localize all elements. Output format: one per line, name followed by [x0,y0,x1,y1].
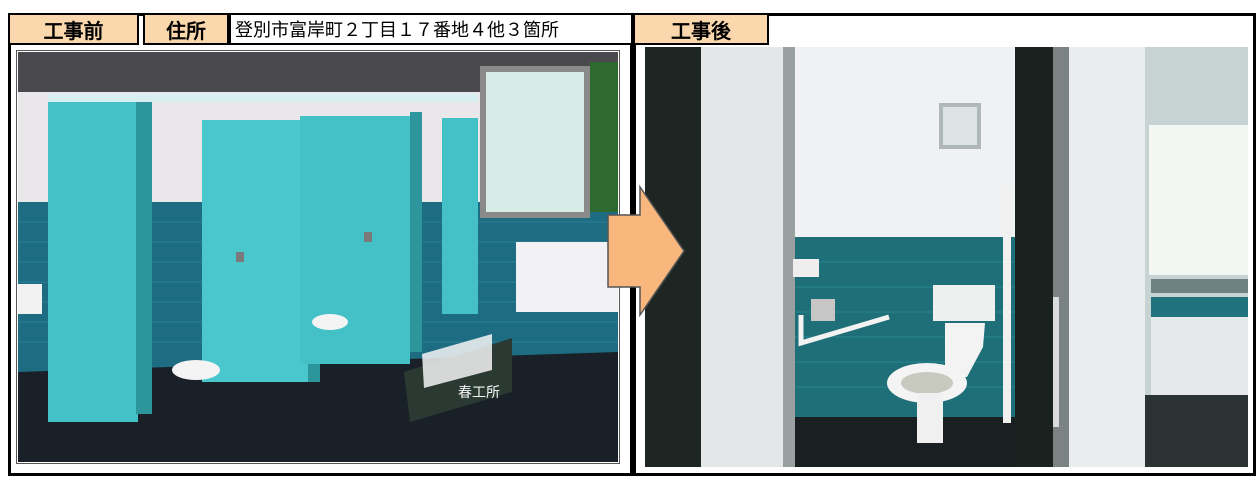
arrow-right-icon [607,185,685,317]
before-label: 工事前 [8,13,139,45]
after-label: 工事後 [633,13,769,45]
before-photo-border [16,50,620,464]
after-photo [645,47,1248,467]
before-photo: 春工所 [18,52,618,462]
address-label: 住所 [143,13,229,45]
address-value: 登別市富岸町２丁目１７番地４他３箇所 [229,13,633,45]
work-sign-text: 春工所 [458,385,500,401]
